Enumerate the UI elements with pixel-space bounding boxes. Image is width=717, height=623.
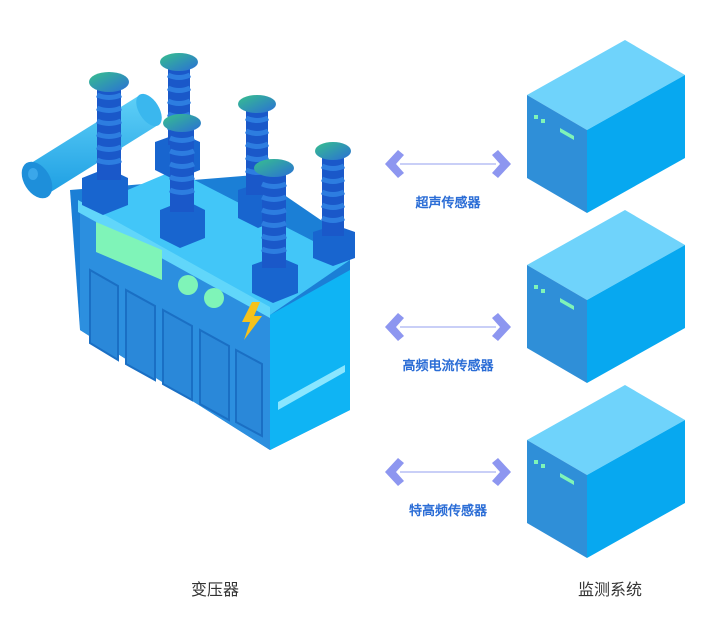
bidirectional-arrow-icon bbox=[385, 458, 511, 486]
link-label-hf-current: 高频电流传感器 bbox=[402, 359, 494, 374]
main-tank bbox=[70, 170, 350, 450]
transformer-illustration bbox=[21, 53, 355, 450]
bushing-3 bbox=[160, 114, 205, 248]
bushing-5 bbox=[252, 159, 298, 303]
bidirectional-arrow-icon bbox=[385, 313, 511, 341]
link-label-ultrasonic: 超声传感器 bbox=[415, 196, 481, 211]
server-icon bbox=[527, 210, 685, 383]
conservator-tank bbox=[21, 93, 162, 199]
monitor-caption: 监测系统 bbox=[577, 580, 642, 599]
link-label-uhf: 特高频传感器 bbox=[408, 504, 487, 519]
bushing-6 bbox=[313, 142, 355, 266]
transformer-caption: 变压器 bbox=[190, 580, 239, 599]
server-icon bbox=[527, 385, 685, 558]
bushing-1 bbox=[82, 72, 129, 215]
server-icon bbox=[527, 40, 685, 213]
lightning-icon bbox=[242, 302, 262, 340]
bidirectional-arrow-icon bbox=[385, 150, 511, 178]
